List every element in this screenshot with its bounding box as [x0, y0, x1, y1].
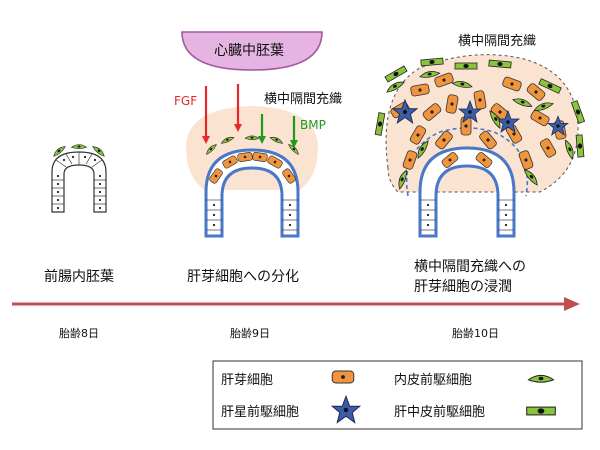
liver-bud-epithelium-e9 — [204, 134, 301, 238]
bmp-label: BMP — [300, 118, 326, 132]
day-label-e9: 胎齢9日 — [230, 327, 270, 340]
legend-stellate-label: 肝星前駆細胞 — [221, 405, 300, 420]
stage-caption-e10-line2: 肝芽細胞の浸潤 — [414, 279, 512, 295]
cardiac-mesoderm-shape — [181, 31, 323, 71]
day-label-e10: 胎齢10日 — [452, 327, 499, 340]
legend-mesothelial-label: 肝中皮前駆細胞 — [394, 405, 486, 420]
cardiac-mesoderm-label: 心臓中胚葉 — [214, 43, 284, 59]
timeline-arrow — [12, 297, 580, 311]
stage-caption-e10-line1: 横中隔間充織への — [414, 259, 526, 275]
legend-hepatoblast-label: 肝芽細胞 — [221, 373, 274, 388]
foregut-endoderm-structure — [51, 144, 107, 213]
stage-caption-e9: 肝芽細胞への分化 — [187, 269, 299, 285]
hepatoblast-legend-swatch — [331, 370, 355, 384]
stm-label-e10: 横中隔間充織 — [458, 34, 537, 49]
mesothelial-legend-swatch — [526, 406, 556, 416]
signal-arrows — [202, 84, 298, 148]
day-label-e8: 胎齢8日 — [59, 327, 99, 340]
stage-caption-e8: 前腸内胚葉 — [44, 269, 114, 285]
legend-endothelial-label: 内皮前駆細胞 — [394, 373, 473, 388]
fgf-label: FGF — [174, 94, 198, 108]
stm-label-e9: 横中隔間充織 — [264, 92, 343, 107]
legend-box — [212, 360, 583, 430]
